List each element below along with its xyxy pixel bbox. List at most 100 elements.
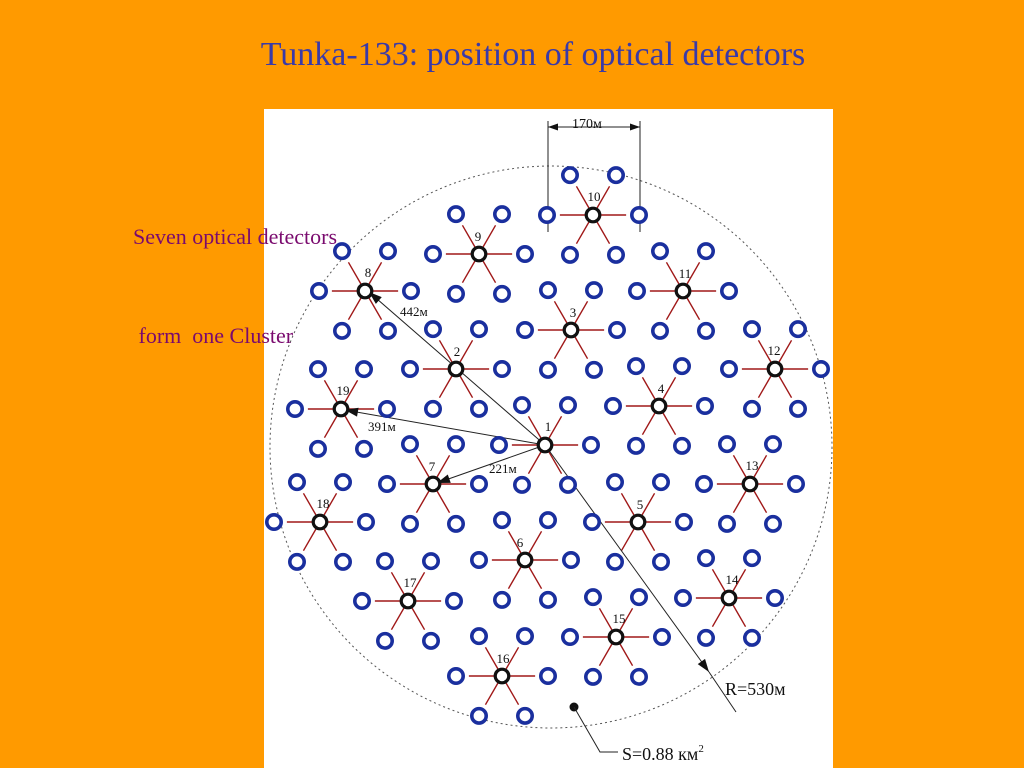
optical-detector-icon: [672, 357, 691, 376]
optical-detector-icon: [584, 281, 603, 300]
optical-detector-icon: [287, 473, 306, 492]
optical-detector-icon: [583, 667, 602, 686]
optical-detector-icon: [719, 360, 738, 379]
optical-detector-icon: [537, 206, 556, 225]
caption-line-2: form one Cluster: [133, 323, 294, 348]
optical-detector-icon: [308, 439, 327, 458]
area-leader-line: [573, 706, 618, 753]
spacing-arrow-right: [630, 123, 640, 131]
detector-layout-diagram: 12345678910111213141516171819170м442м391…: [265, 117, 833, 764]
optical-detector-icon: [607, 321, 626, 340]
cluster-center-detector-icon: [399, 592, 417, 610]
optical-detector-icon: [493, 284, 512, 303]
cluster-center-detector-icon: [584, 206, 602, 224]
optical-detector-icon: [786, 474, 805, 493]
optical-detector-icon: [447, 514, 466, 533]
cluster-label: 13: [746, 458, 759, 473]
cluster-center-detector-icon: [720, 589, 738, 607]
optical-detector-icon: [606, 245, 625, 264]
cluster-center-detector-icon: [424, 475, 442, 493]
optical-detector-icon: [581, 435, 600, 454]
spacing-arrow-left: [548, 123, 558, 131]
optical-detector-icon: [490, 435, 509, 454]
optical-detector-icon: [447, 205, 466, 224]
optical-detector-icon: [447, 666, 466, 685]
distance-label-7: 221м: [489, 461, 517, 476]
optical-detector-icon: [493, 205, 512, 224]
optical-detector-icon: [742, 628, 761, 647]
array-boundary-circle: [269, 165, 833, 729]
optical-detector-icon: [650, 321, 669, 340]
optical-detector-icon: [538, 590, 557, 609]
optical-detector-icon: [627, 282, 646, 301]
cluster-label: 4: [658, 381, 665, 396]
cluster-caption: Seven optical detectors form one Cluster: [133, 154, 337, 385]
cluster-center-detector-icon: [332, 400, 350, 418]
cluster-label: 12: [768, 343, 781, 358]
optical-detector-icon: [717, 514, 736, 533]
optical-detector-icon: [788, 320, 807, 339]
optical-detector-icon: [763, 514, 782, 533]
optical-detector-icon: [334, 473, 353, 492]
optical-detector-icon: [674, 512, 693, 531]
optical-detector-icon: [447, 284, 466, 303]
optical-detector-icon: [763, 435, 782, 454]
optical-detector-icon: [422, 631, 441, 650]
optical-detector-icon: [742, 549, 761, 568]
distance-label-19: 391м: [368, 419, 396, 434]
cluster-label: 2: [454, 344, 461, 359]
cluster-label: 11: [679, 266, 692, 281]
cluster-label: 15: [613, 611, 626, 626]
distance-arrow-19: [344, 409, 546, 446]
area-superscript: 2: [698, 743, 704, 755]
optical-detector-icon: [447, 435, 466, 454]
optical-detector-icon: [424, 320, 443, 339]
optical-detector-icon: [538, 666, 557, 685]
cluster-center-detector-icon: [766, 360, 784, 378]
optical-detector-icon: [811, 360, 830, 379]
optical-detector-icon: [516, 245, 535, 264]
optical-detector-icon: [287, 552, 306, 571]
area-label: S=0.88 км2: [622, 743, 704, 764]
optical-detector-icon: [538, 511, 557, 530]
optical-detector-icon: [538, 281, 557, 300]
cluster-center-detector-icon: [493, 667, 511, 685]
optical-detector-icon: [378, 474, 397, 493]
optical-detector-icon: [695, 396, 714, 415]
optical-detector-icon: [696, 628, 715, 647]
cluster-label: 6: [517, 535, 524, 550]
cluster-center-detector-icon: [536, 436, 554, 454]
optical-detector-icon: [558, 475, 577, 494]
optical-detector-icon: [357, 512, 376, 531]
optical-detector-icon: [651, 552, 670, 571]
optical-detector-icon: [401, 360, 420, 379]
cluster-label: 14: [726, 572, 740, 587]
radius-label: R=530м: [725, 679, 786, 699]
page-title: Tunka-133: position of optical detectors: [260, 36, 806, 73]
optical-detector-icon: [470, 474, 489, 493]
optical-detector-icon: [584, 360, 603, 379]
optical-detector-icon: [650, 242, 669, 261]
optical-detector-icon: [334, 552, 353, 571]
cluster-center-detector-icon: [650, 397, 668, 415]
cluster-center-detector-icon: [607, 628, 625, 646]
cluster-label: 10: [588, 189, 601, 204]
optical-detector-icon: [696, 321, 715, 340]
optical-detector-icon: [605, 473, 624, 492]
cluster-center-detector-icon: [562, 321, 580, 339]
optical-detector-icon: [379, 321, 398, 340]
optical-detector-icon: [672, 436, 691, 455]
optical-detector-icon: [424, 245, 443, 264]
radius-arrow-tail: [708, 671, 737, 713]
optical-detector-icon: [402, 282, 421, 301]
optical-detector-icon: [629, 667, 648, 686]
optical-detector-icon: [333, 242, 352, 261]
optical-detector-icon: [561, 550, 580, 569]
optical-detector-icon: [717, 435, 736, 454]
cluster-label: 16: [497, 651, 511, 666]
optical-detector-icon: [493, 590, 512, 609]
cluster-label: 3: [570, 305, 577, 320]
distance-arrow-7: [436, 444, 546, 484]
optical-detector-icon: [353, 591, 372, 610]
